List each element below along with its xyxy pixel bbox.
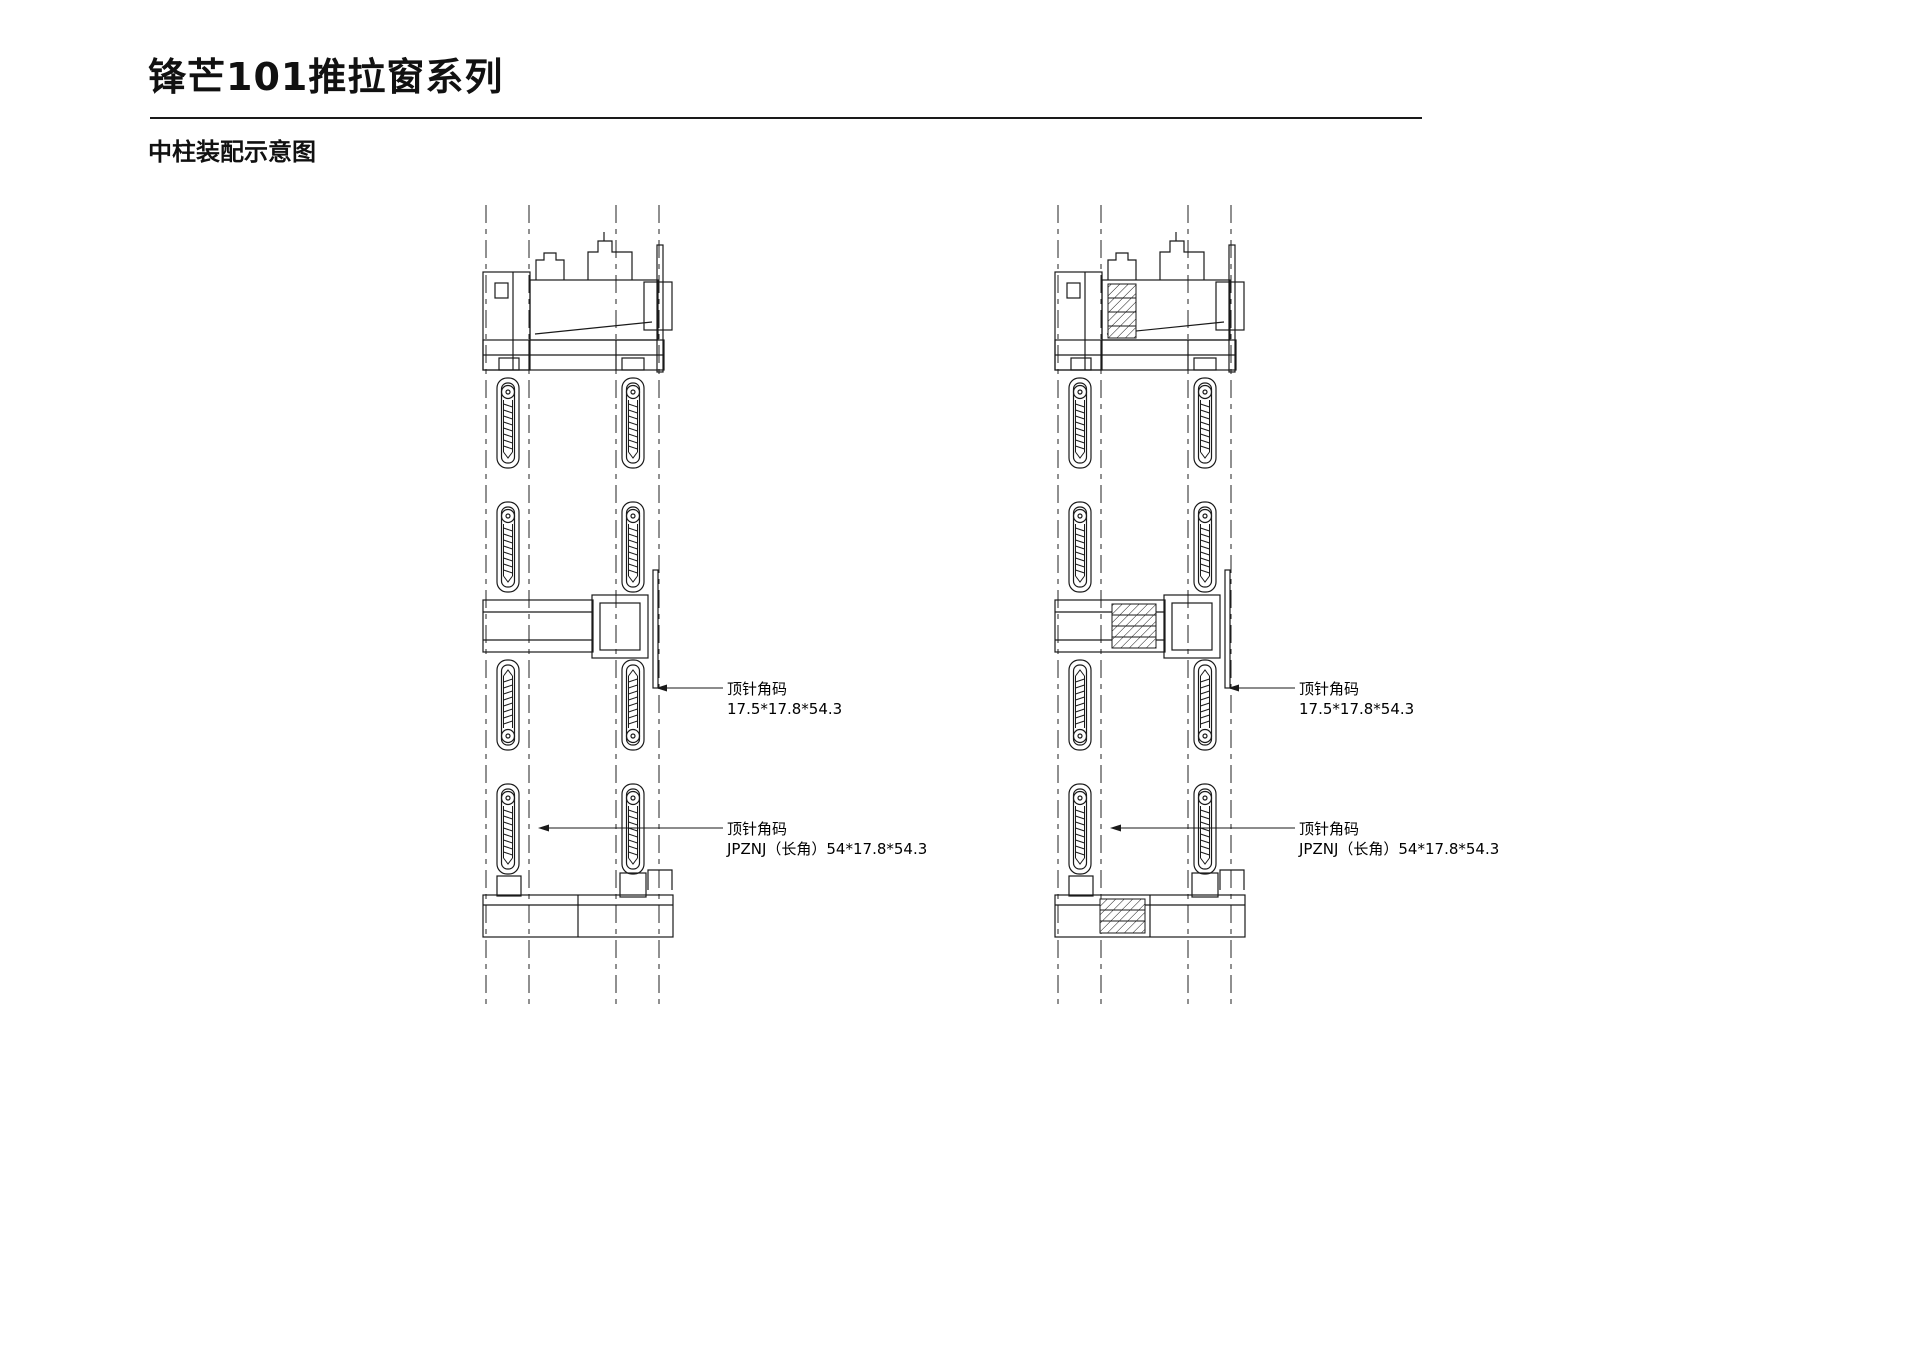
annotation-pin-bracket-long-size-right: JPZNJ（长角）54*17.8*54.3 [1298,840,1499,858]
page-subtitle: 中柱装配示意图 [148,138,316,166]
page-title: 锋芒101推拉窗系列 [148,55,504,99]
annotation-pin-bracket-name-left: 顶针角码 [727,680,787,698]
left-assembly-section [483,205,723,1010]
annotation-pin-bracket-long-name-left: 顶针角码 [727,820,787,838]
title-underline [150,117,1422,119]
hatch-infill-blocks [1099,283,1157,934]
annotation-pin-bracket-size-right: 17.5*17.8*54.3 [1299,700,1414,718]
right-assembly-section [1055,205,1295,1010]
annotation-pin-bracket-long-name-right: 顶针角码 [1299,820,1359,838]
annotation-pin-bracket-size-left: 17.5*17.8*54.3 [727,700,842,718]
annotation-pin-bracket-long-size-left: JPZNJ（长角）54*17.8*54.3 [726,840,927,858]
annotation-pin-bracket-name-right: 顶针角码 [1299,680,1359,698]
